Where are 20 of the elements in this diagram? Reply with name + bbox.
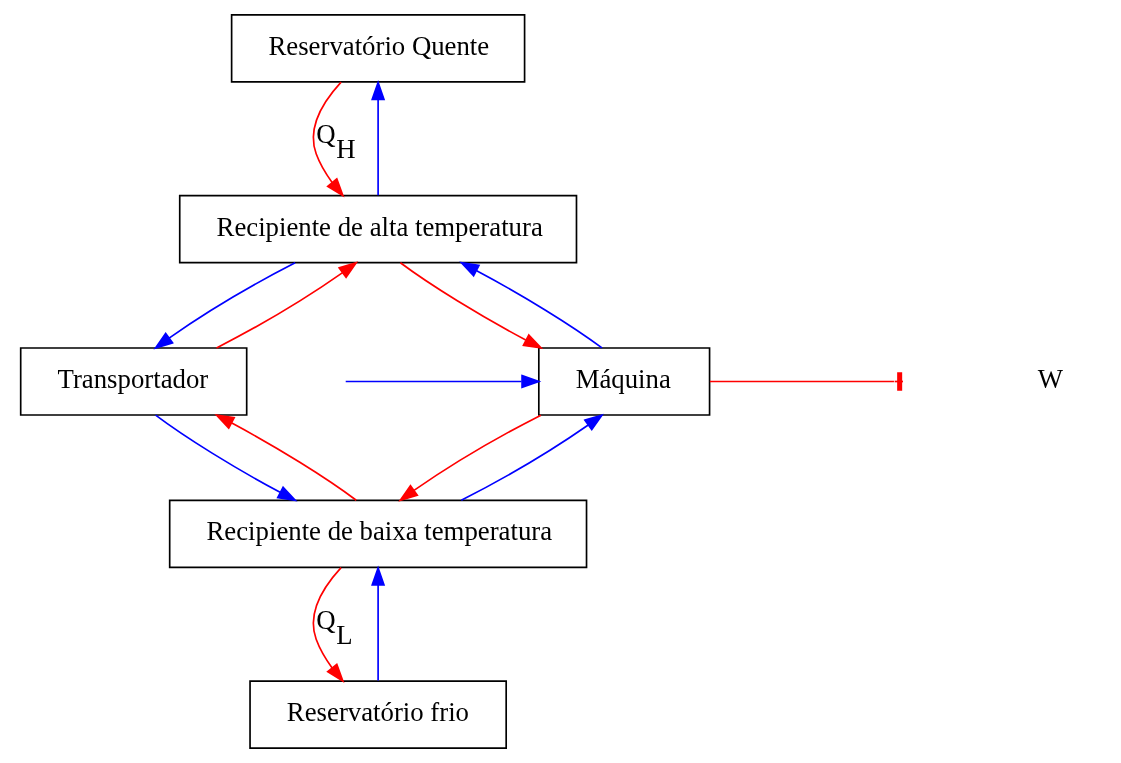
arrow [215, 261, 358, 349]
node-box: Transportador [19, 347, 248, 416]
arrow [459, 413, 604, 502]
label: W [1037, 363, 1063, 394]
arrow [153, 261, 296, 350]
arrow [370, 565, 385, 682]
node-box: Reservatório frio [248, 680, 507, 749]
arrow [370, 80, 385, 196]
node-box: Recipiente de baixa temperatura [168, 499, 587, 569]
arrow [458, 261, 603, 349]
arrow [213, 413, 357, 502]
node-box: Recipiente de alta temperatura [178, 194, 577, 264]
arrow [154, 414, 297, 502]
arrow [344, 374, 541, 389]
arrow [312, 81, 344, 198]
arrow [399, 261, 543, 350]
node-box: Reservatório Quente [230, 14, 525, 83]
arrow [312, 566, 344, 683]
node-box: Máquina [537, 347, 710, 416]
arrow [397, 414, 542, 502]
